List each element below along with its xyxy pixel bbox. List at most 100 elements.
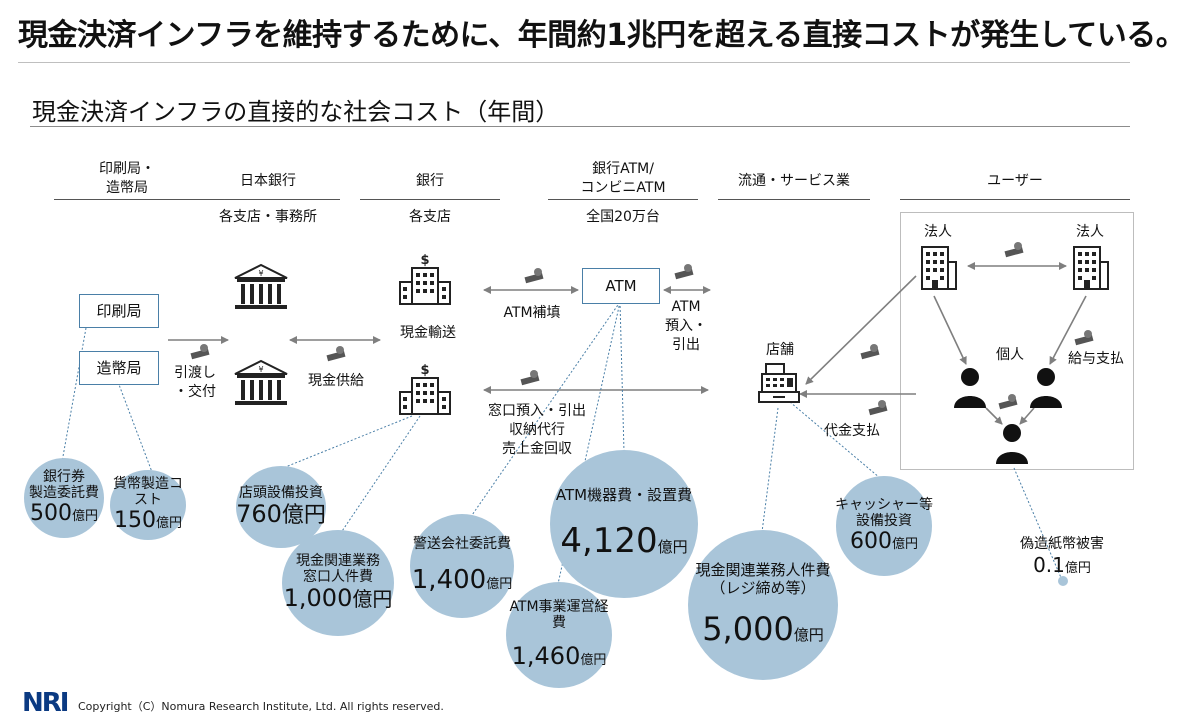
cost-title: ATM事業運営経費 [509,599,609,632]
user-area-frame [900,212,1134,470]
cash-stack-icon [190,344,210,360]
cost-title: 警送会社委託費 [413,536,511,552]
svg-text:$: $ [420,363,429,378]
cost-bubble-banknote: 銀行券 製造委託費 500億円 [24,458,104,538]
label-hikiwatashi: 引渡し ・交付 [174,365,216,400]
subtitle-divider [30,126,1130,127]
office-building-icon: $ [399,363,451,415]
bank-building-icon: ¥ [234,359,288,405]
arrow-p2p-b [1019,407,1035,425]
label-atm-deposit: ATM 預入・ 引出 [665,299,707,353]
cash-stack-icon [998,394,1018,410]
office-building-icon: $ [399,253,451,305]
cost-label-counterfeit: 偽造紙幣被害 0.1億円 [1010,536,1114,577]
column-sub-bank: 各支店 [409,209,451,225]
svg-text:¥: ¥ [258,269,263,278]
leader-retail-staff [761,407,779,533]
arrow-corp-individual [933,295,967,365]
column-rule [548,199,698,200]
person-icon [954,368,986,408]
cost-value: 1,460 [511,642,581,671]
svg-text:¥: ¥ [258,365,263,374]
cash-stack-icon [520,370,540,386]
cost-value: 150 [113,508,156,534]
box-atm: ATM [582,268,660,304]
column-rule [360,199,500,200]
leader-banknote [61,327,87,463]
cash-stack-icon [326,346,346,362]
column-head-retail: 流通・サービス業 [738,173,850,189]
column-rule [900,199,1130,200]
arrow-p2p-a [985,407,1003,425]
label-payment: 代金支払 [824,423,880,439]
column-head-atm: 銀行ATM/ コンビニATM [580,161,666,196]
cost-title: 現金関連業務 窓口人件費 [296,553,380,586]
leader-atm-device [619,301,625,453]
label-store: 店舗 [766,342,794,358]
leader-store-equipment [277,415,413,471]
cost-bubble-security: 警送会社委託費 1,400億円 [410,514,514,618]
cost-unit: 億円 [352,587,393,612]
leader-coin [117,381,153,473]
label-salary: 給与支払 [1068,351,1124,367]
cost-title: 銀行券 製造委託費 [29,469,99,502]
label-corporation-2: 法人 [1076,224,1104,240]
svg-text:$: $ [420,253,429,268]
cost-unit: 億円 [486,577,513,593]
copyright-text: Copyright（C）Nomura Research Institute, L… [78,700,444,713]
cost-bubble-cashier-equipment: キャッシャー等 設備投資 600億円 [835,476,933,576]
cash-register-icon [758,363,800,403]
cost-value: 500 [29,501,72,527]
cost-title: キャッシャー等 設備投資 [835,497,933,530]
cost-unit: 億円 [891,537,918,553]
page-subtitle: 現金決済インフラの直接的な社会コスト（年間） [32,98,560,126]
page-title: 現金決済インフラを維持するために、年間約1兆円を超える直接コストが発生している。 [18,18,1185,53]
column-head-user: ユーザー [987,173,1043,189]
cash-stack-icon [524,268,544,284]
cost-bubble-retail-staff: 現金関連業務人件費 （レジ締め等） 5,000億円 [688,530,838,680]
cost-value: 5,000 [702,609,794,648]
cash-stack-icon [674,264,694,280]
cost-unit: 億円 [580,653,607,669]
cost-title: 偽造紙幣被害 [1020,536,1104,552]
cash-stack-icon [860,344,880,360]
cost-bubble-window-staff: 現金関連業務 窓口人件費 1,000億円 [282,530,394,636]
office-building-icon [1073,246,1109,290]
box-mint-bureau: 造幣局 [79,351,159,385]
box-printing-bureau: 印刷局 [79,294,159,328]
cost-bubble-store-equipment: 店頭設備投資 760億円 [236,466,326,548]
nri-logo: NRI [22,688,69,718]
person-icon [996,424,1028,464]
label-window-services: 窓口預入・引出 収納代行 売上金回収 [488,403,586,457]
cost-bubble-atm-device: ATM機器費・設置費 4,120億円 [550,450,698,598]
column-rule [196,199,340,200]
column-head-printing-mint: 印刷局・ 造幣局 [99,161,155,196]
cost-unit: 億円 [281,503,326,529]
title-divider [18,62,1130,63]
column-rule [54,199,200,200]
cost-title: ATM機器費・設置費 [555,485,693,504]
cost-bubble-counterfeit-dot [1058,576,1068,586]
cost-unit: 億円 [155,516,182,532]
column-head-bank: 銀行 [416,173,444,189]
cost-unit: 億円 [71,509,98,525]
cost-value: 600 [849,529,892,555]
cost-unit: 億円 [1064,560,1091,576]
label-corporation-1: 法人 [924,224,952,240]
cost-value: 760 [236,500,282,529]
cost-bubble-coin: 貨幣製造コスト 150億円 [110,470,186,540]
label-cash-transport: 現金輸送 [400,325,456,341]
cost-value: 1,000 [283,584,353,613]
cost-value: 0.1 [1033,552,1065,577]
cost-unit: 億円 [793,625,824,644]
cost-value: 1,400 [411,565,487,596]
column-sub-boj: 各支店・事務所 [219,209,317,225]
cash-stack-icon [868,400,888,416]
label-cash-supply: 現金供給 [308,373,364,389]
leader-counterfeit [1013,467,1063,581]
office-building-icon [921,246,957,290]
arrow-corp-store [805,275,917,385]
column-sub-atm: 全国20万台 [586,209,660,225]
cost-unit: 億円 [657,538,688,557]
leader-window-staff [335,415,421,541]
